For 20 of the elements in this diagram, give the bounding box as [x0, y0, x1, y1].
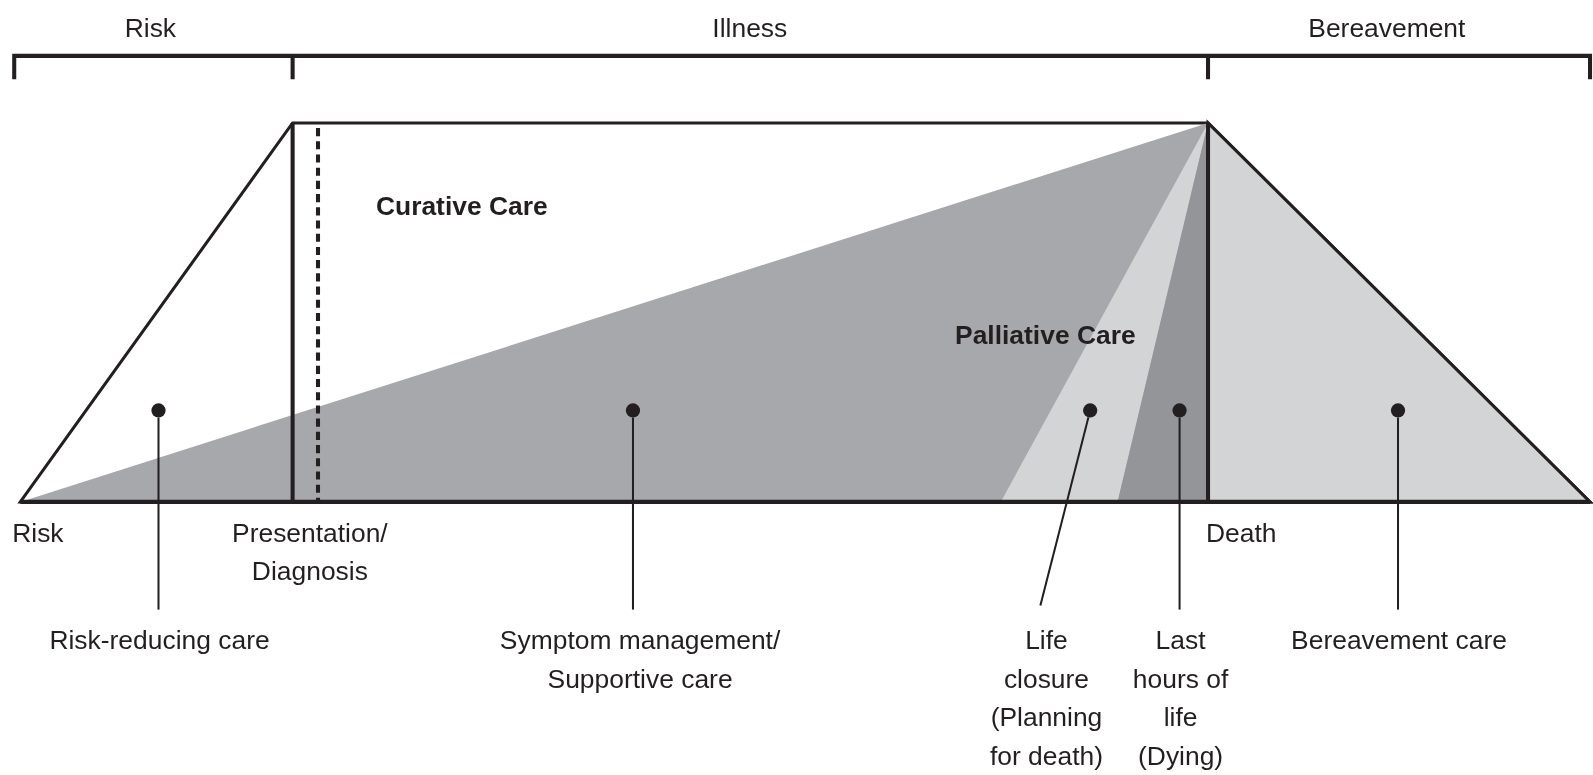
leader-line — [1178, 417, 1181, 610]
care-label: Last hours of life (Dying) — [1124, 620, 1237, 775]
leader-line — [157, 417, 160, 610]
region-label: Palliative Care — [955, 319, 1136, 353]
leader-line — [631, 417, 634, 610]
axis-label: Risk — [12, 516, 64, 550]
marker-dot — [1083, 403, 1098, 418]
phase-heading: Bereavement — [1307, 11, 1467, 45]
axis-label: Death — [1206, 516, 1277, 550]
marker-dot — [151, 403, 166, 418]
care-label: Risk-reducing care — [42, 620, 277, 660]
care-label: Bereavement care — [1287, 620, 1511, 660]
leader-line — [1039, 417, 1090, 606]
leader-line — [1397, 417, 1400, 610]
region-label: Curative Care — [375, 190, 548, 224]
phase-heading: Illness — [711, 11, 789, 45]
phase-heading: Risk — [123, 11, 178, 45]
care-label: Life closure (Planning for death) — [985, 620, 1108, 775]
care-label: Symptom management/ Supportive care — [452, 620, 829, 698]
axis-label: Presentation/ Diagnosis — [231, 516, 389, 589]
